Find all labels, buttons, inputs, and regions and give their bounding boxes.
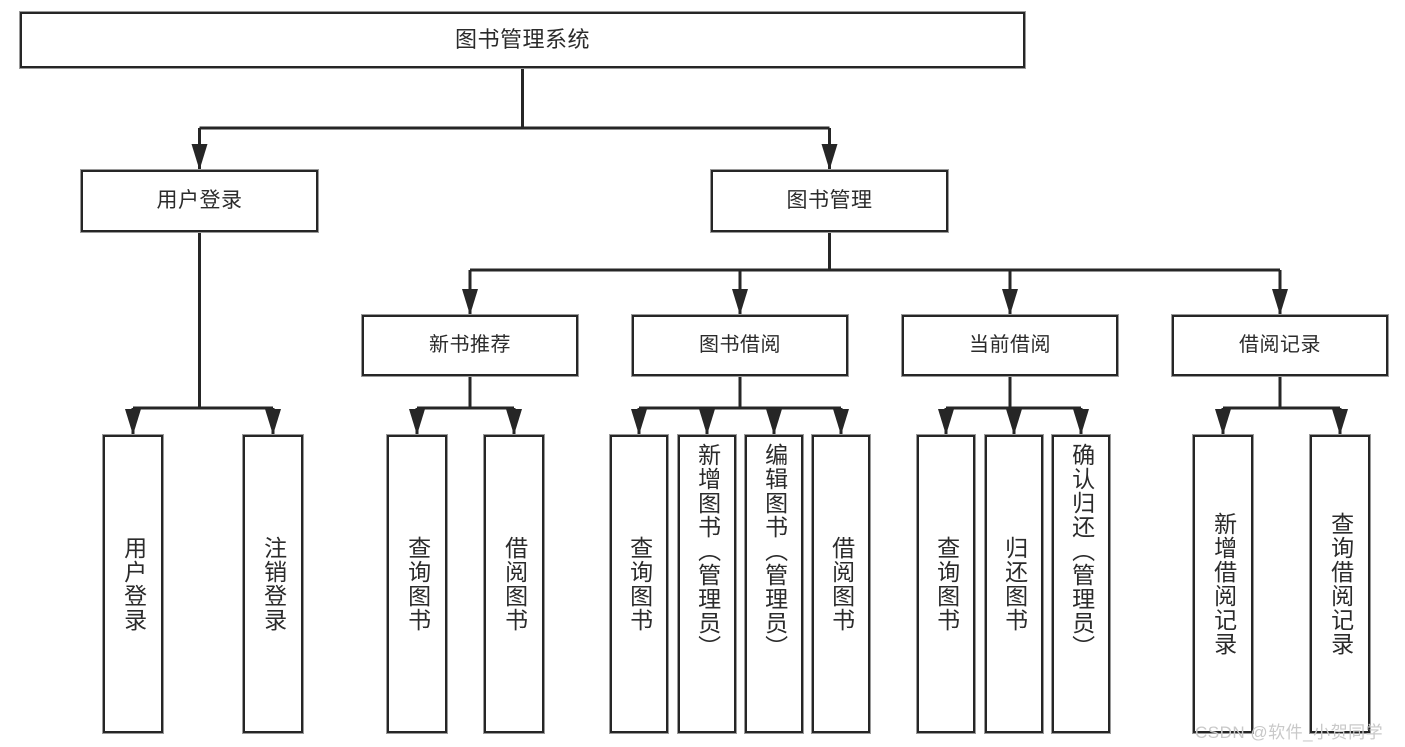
node-label: 注销登录 [260,536,287,632]
node-leaf-br-add[interactable]: 新增借阅记录 [1193,435,1253,733]
arrowhead-icon [265,409,281,435]
arrowhead-icon [462,289,478,315]
node-label: 用户登录 [156,188,243,212]
node-book-borrow[interactable]: 图书借阅 [632,315,848,376]
arrowhead-icon [1332,409,1348,435]
arrowhead-icon [833,409,849,435]
node-label: 查询图书 [933,536,960,632]
node-borrow-record[interactable]: 借阅记录 [1172,315,1388,376]
node-label: 新增借阅记录 [1210,512,1237,656]
node-label: 编辑图书（管理员） [761,443,788,659]
arrowhead-icon [1073,409,1089,435]
arrowhead-icon [191,144,208,170]
node-leaf-bb-add[interactable]: 新增图书（管理员） [678,435,736,733]
node-leaf-bb-query[interactable]: 查询图书 [610,435,668,733]
node-label: 新书推荐 [429,333,511,356]
arrowhead-icon [409,409,425,435]
node-leaf-user-login[interactable]: 用户登录 [103,435,163,733]
node-label: 新增图书（管理员） [694,443,721,659]
node-label: 图书管理系统 [454,27,590,53]
node-leaf-user-logout[interactable]: 注销登录 [243,435,303,733]
arrowhead-icon [631,409,647,435]
node-book-mgmt[interactable]: 图书管理 [711,170,948,232]
arrowhead-icon [1272,289,1288,315]
node-new-book-rec[interactable]: 新书推荐 [362,315,578,376]
node-label: 当前借阅 [969,333,1051,356]
node-leaf-rec-query[interactable]: 查询图书 [387,435,447,733]
arrowhead-icon [732,289,748,315]
node-label: 图书管理 [786,188,873,212]
node-leaf-bb-borrow[interactable]: 借阅图书 [812,435,870,733]
arrowhead-icon [821,144,838,170]
node-label: 查询图书 [626,536,653,632]
arrowhead-icon [506,409,522,435]
node-leaf-bb-edit[interactable]: 编辑图书（管理员） [745,435,803,733]
node-user-login[interactable]: 用户登录 [81,170,318,232]
arrowhead-icon [766,409,782,435]
node-leaf-rec-borrow[interactable]: 借阅图书 [484,435,544,733]
node-label: 用户登录 [120,536,147,632]
node-label: 借阅记录 [1239,333,1321,356]
node-leaf-cb-return[interactable]: 归还图书 [985,435,1043,733]
arrowhead-icon [1002,289,1018,315]
node-label: 借阅图书 [828,536,855,632]
node-leaf-cb-confirm[interactable]: 确认归还（管理员） [1052,435,1110,733]
node-leaf-cb-query[interactable]: 查询图书 [917,435,975,733]
node-leaf-br-query[interactable]: 查询借阅记录 [1310,435,1370,733]
arrowhead-icon [125,409,141,435]
node-label: 查询借阅记录 [1327,512,1354,656]
arrowhead-icon [938,409,954,435]
arrowhead-icon [1006,409,1022,435]
node-current-borrow[interactable]: 当前借阅 [902,315,1118,376]
node-label: 确认归还（管理员） [1068,443,1095,659]
node-root[interactable]: 图书管理系统 [20,12,1025,68]
arrowhead-icon [1215,409,1231,435]
arrowhead-icon [699,409,715,435]
node-label: 归还图书 [1001,536,1028,632]
node-label: 查询图书 [404,536,431,632]
node-label: 借阅图书 [501,536,528,632]
node-label: 图书借阅 [699,333,781,356]
